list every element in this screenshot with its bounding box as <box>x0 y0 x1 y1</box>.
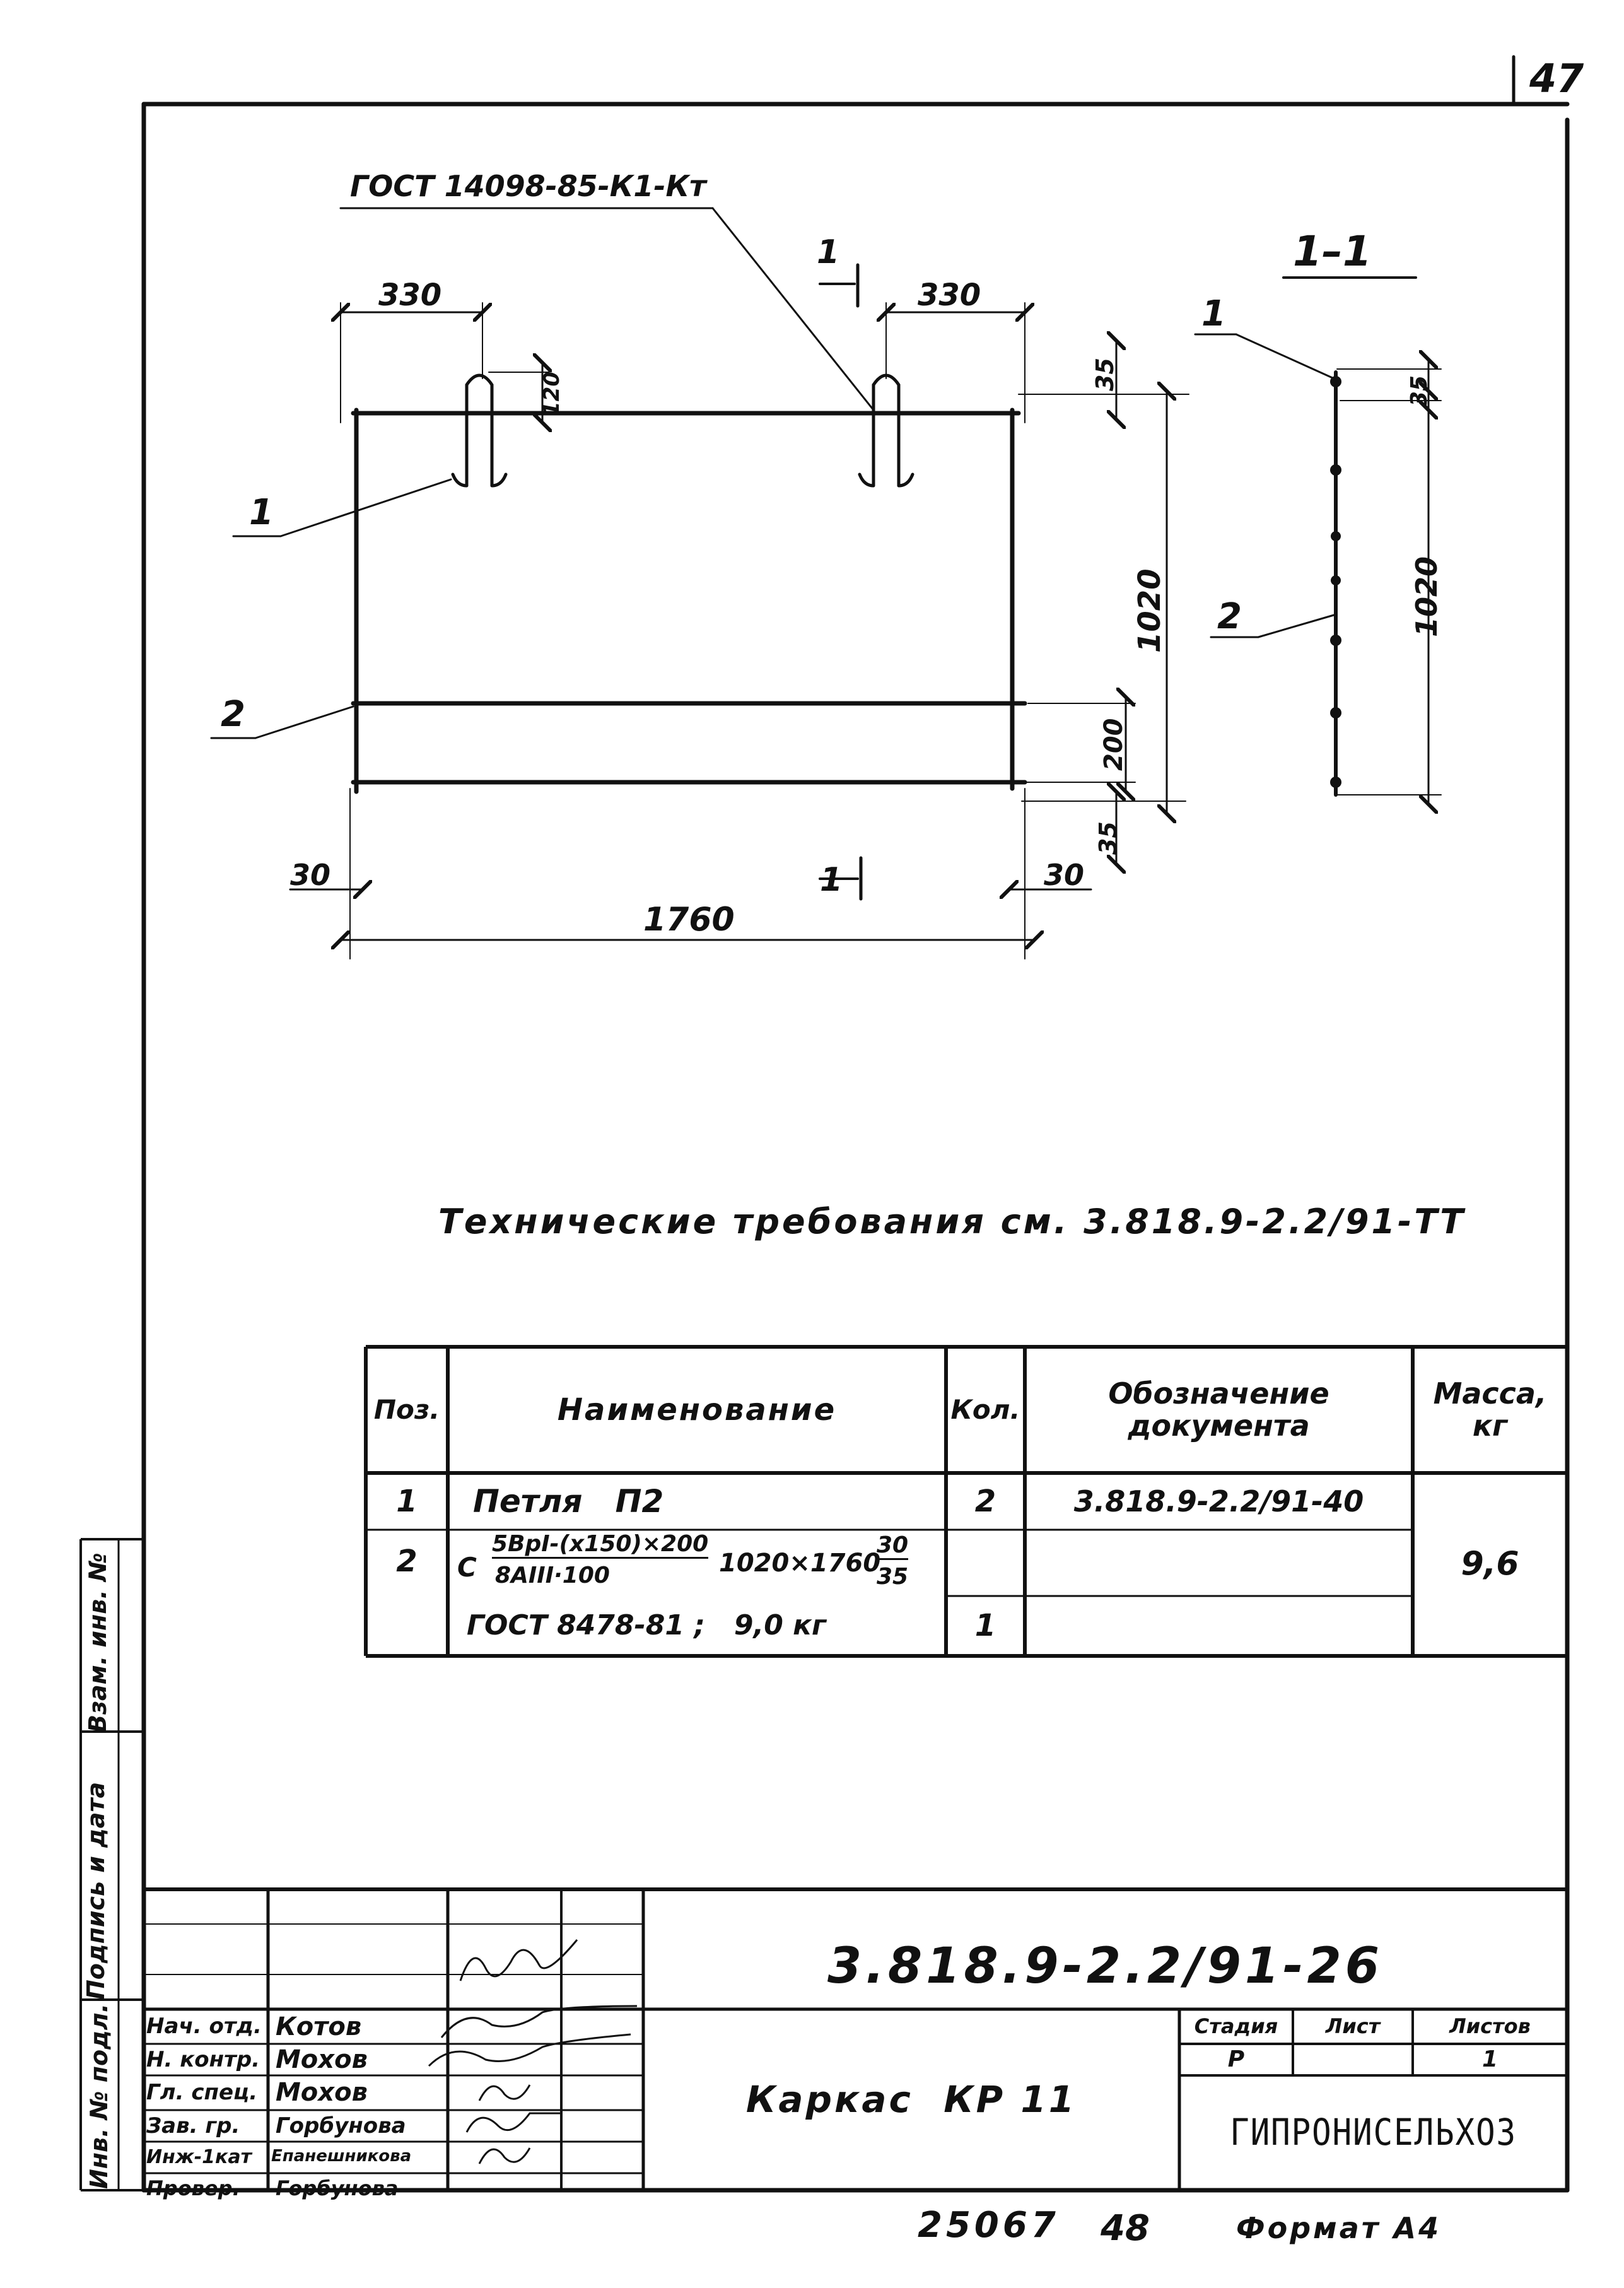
spec-header-pos: Поз. <box>373 1393 440 1425</box>
spec-header-name: Наименование <box>557 1392 837 1428</box>
spec-row-1-pos: 1 <box>396 1483 418 1519</box>
name-6: Горбунова <box>276 2176 399 2200</box>
cut-mark-top: 1 <box>817 233 840 271</box>
loop-left <box>451 373 508 488</box>
section-title: 1–1 <box>1293 227 1372 276</box>
stamp-inv-podl: Инв. № подл. <box>85 2003 113 2189</box>
role-3: Гл. спец. <box>146 2080 258 2105</box>
spec-header-mass-line1: Масса, <box>1433 1376 1547 1411</box>
spec-header-designation-line2: документа <box>1128 1409 1310 1443</box>
page-number: 47 <box>1529 56 1584 102</box>
spec-header-mass: Масса, кг <box>1413 1347 1567 1473</box>
spec-row-2-name: С 5ВрI-(х150)×200 8АIII·100 1020×1760 30… <box>457 1530 946 1596</box>
signature-kotov <box>459 1939 578 1981</box>
spec-row-1-designation: 3.818.9-2.2/91-40 <box>1073 1484 1364 1518</box>
dim-1020: 1020 <box>1132 568 1167 653</box>
footer-format: Формат А4 <box>1236 2211 1442 2245</box>
spec-row-3-name: ГОСТ 8478-81 ; 9,0 кг <box>467 1609 827 1642</box>
dim-120: 120 <box>539 372 564 416</box>
role-2: Н. контр. <box>146 2047 260 2072</box>
dim-200: 200 <box>1099 718 1128 771</box>
name-5: Епанешникова <box>271 2147 412 2166</box>
spec-row-2-frac-num: 30 <box>877 1532 909 1560</box>
dim-1760: 1760 <box>643 901 735 939</box>
dim-330-left: 330 <box>378 278 442 313</box>
dim-330-right: 330 <box>918 278 981 313</box>
gost-callout: ГОСТ 14098-85-К1-Кт <box>350 169 706 203</box>
drawing-title: Каркас КР 11 <box>745 2077 1077 2121</box>
spec-row-2-numerator: 5ВрI-(х150)×200 <box>492 1531 709 1559</box>
spec-header-designation-line1: Обозначение <box>1108 1376 1329 1411</box>
role-6: Провер. <box>146 2176 240 2200</box>
stamp-vzam-inv: Взам. инв. № <box>84 1552 112 1733</box>
signature-mokhov-1 <box>440 2005 638 2038</box>
sheets-value: 1 <box>1481 2046 1498 2073</box>
document-code: 3.818.9-2.2/91-26 <box>827 1937 1384 1995</box>
footer-number: 25067 <box>918 2205 1060 2246</box>
spec-row-2-denominator: 8АIII·100 <box>495 1563 610 1588</box>
role-5: Инж-1кат <box>146 2146 252 2168</box>
footer-sub: 48 <box>1101 2208 1150 2249</box>
tech-requirements-note: Технические требования см. 3.818.9-2.2/9… <box>438 1202 1466 1241</box>
name-2: Мохов <box>276 2045 368 2074</box>
position-2-label: 2 <box>221 694 245 735</box>
sheet-value <box>1293 2044 1413 2075</box>
dim-35-top: 35 <box>1091 358 1119 391</box>
spec-row-2-pos: 2 <box>396 1543 418 1579</box>
stamp-podpis-data: Подпись и дата <box>82 1781 110 2000</box>
spec-header-qty: Кол. <box>950 1393 1020 1425</box>
sheet-header: Лист <box>1325 2014 1381 2038</box>
dim-30-left: 30 <box>290 858 331 892</box>
spec-mass-value: 9,6 <box>1461 1545 1519 1583</box>
signature-gorbunova-1 <box>478 2084 531 2101</box>
position-1-label: 1 <box>249 492 274 533</box>
spec-header-designation: Обозначение документа <box>1025 1347 1413 1473</box>
sheets-header: Листов <box>1449 2014 1531 2038</box>
section-dim-1020: 1020 <box>1410 556 1444 637</box>
name-3: Мохов <box>276 2078 368 2107</box>
loop-right <box>858 373 914 488</box>
cut-mark-bottom: 1 <box>820 861 843 899</box>
organization-name: ГИПРОНИСЕЛЬХОЗ <box>1230 2111 1517 2154</box>
stage-value: Р <box>1227 2046 1245 2073</box>
name-4: Горбунова <box>276 2113 406 2138</box>
section-position-1: 1 <box>1201 293 1226 334</box>
spec-row-2-size: 1020×1760 <box>719 1549 881 1578</box>
role-4: Зав. гр. <box>146 2113 240 2138</box>
spec-row-2-frac-den: 35 <box>877 1564 909 1590</box>
signature-gorbunova-2 <box>478 2147 531 2164</box>
spec-row-1-name: Петля П2 <box>473 1482 664 1520</box>
signature-epaneshnikova <box>465 2112 561 2133</box>
section-dim-35: 35 <box>1406 375 1432 407</box>
spec-row-3-qty: 1 <box>974 1608 996 1644</box>
dim-35-bottom: 35 <box>1094 821 1122 855</box>
stage-header: Стадия <box>1194 2014 1278 2038</box>
spec-row-1-qty: 2 <box>974 1483 996 1519</box>
signature-mokhov-2 <box>428 2033 631 2067</box>
role-1: Нач. отд. <box>146 2014 262 2039</box>
spec-row-2-prefix: С <box>457 1552 477 1583</box>
spec-header-mass-line2: кг <box>1472 1409 1508 1443</box>
dim-30-right: 30 <box>1044 858 1085 892</box>
name-1: Котов <box>276 2012 362 2041</box>
section-position-2: 2 <box>1217 596 1242 637</box>
